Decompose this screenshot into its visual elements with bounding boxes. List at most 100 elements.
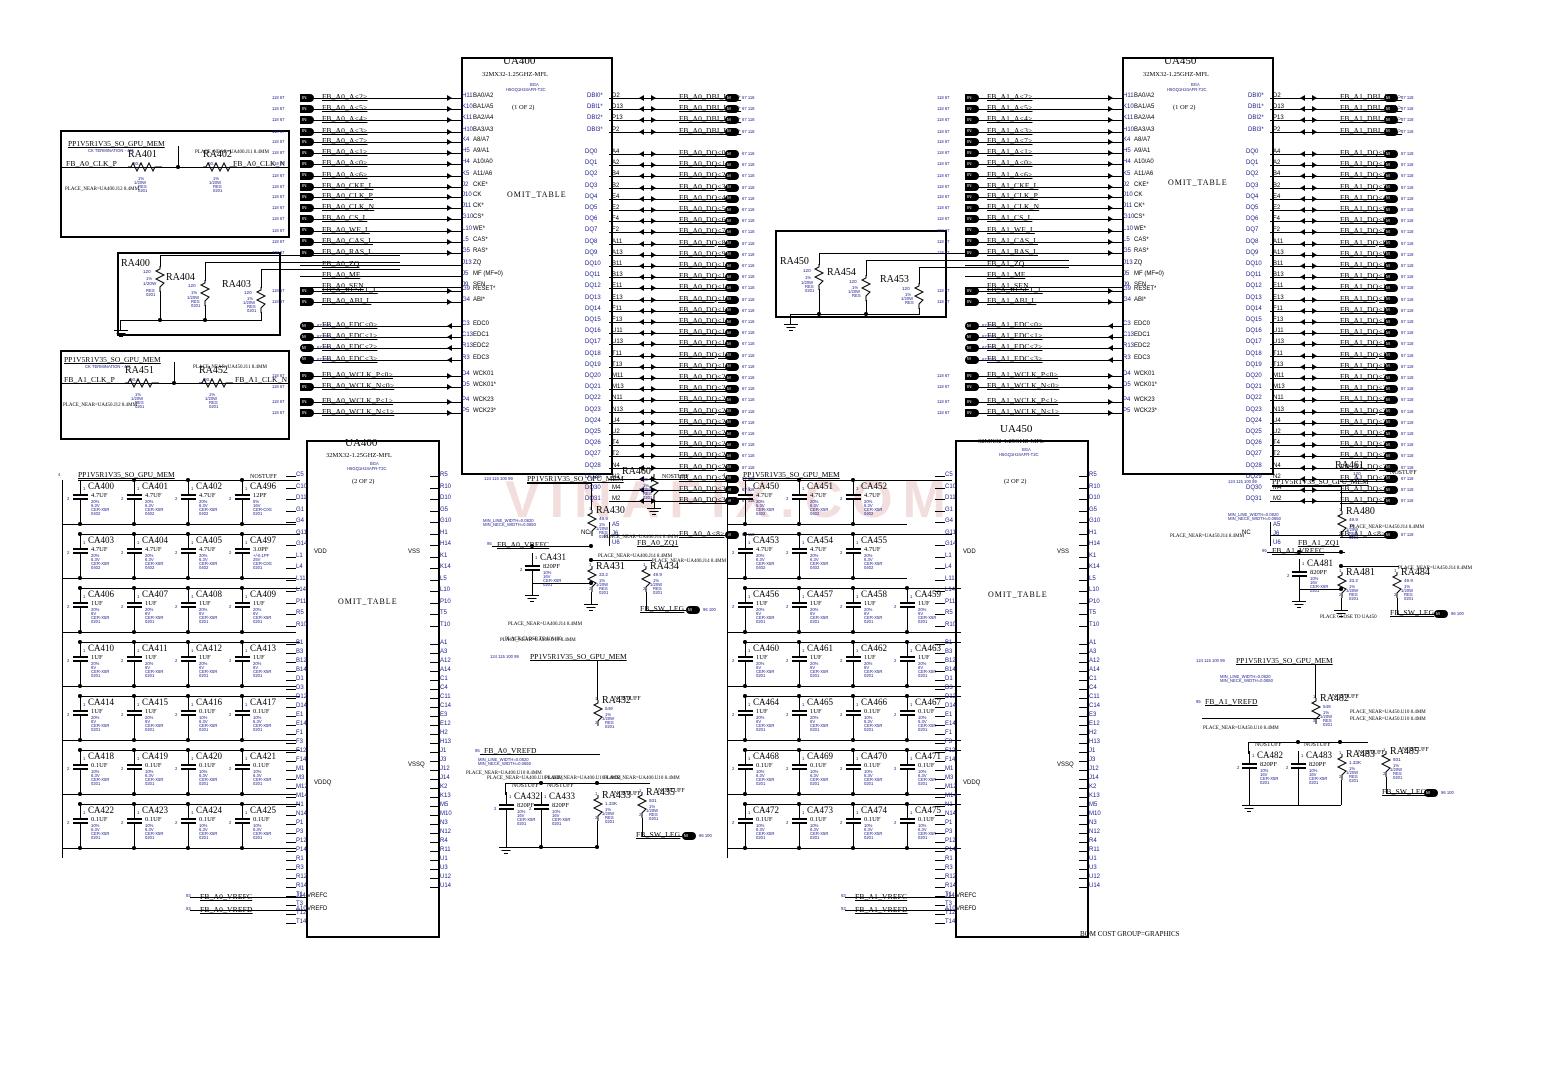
fb_a0_wclk_n<1>-port[interactable]: IN [300,409,314,418]
fb_a1_dq<14>-port[interactable]: M [1384,306,1398,315]
fb_a1_edc<3>-port[interactable]: M [965,355,979,364]
fb_a0_dq<15>-port[interactable]: M [725,318,739,326]
fb_a1_dq<7>-port[interactable]: M [1384,228,1398,237]
fb_a0_dq<12>-port[interactable]: M [725,284,739,293]
fb_a0_dq<29>-port[interactable]: M [725,474,739,483]
fb_a0_wclk_n<0>-port[interactable]: IN [300,383,314,392]
fb_a0_cke_l-port[interactable]: IN [300,182,314,191]
fb_a1_dbi_l<2>-port[interactable]: M [1384,116,1398,125]
fb_a1_edc<2>-port[interactable]: M [965,344,979,353]
fb_a1_dq<8>-port[interactable]: M [1384,239,1398,248]
fb_a1_dq<26>-port[interactable]: M [1384,441,1398,450]
fb_a1_dq<19>-port[interactable]: M [1384,362,1398,371]
fb_a1_dq<10>-port[interactable]: M [1384,262,1398,270]
fb_a0_dq<22>-port[interactable]: M [725,396,739,405]
fb_a0_wclk_p<0>-port[interactable]: IN [300,372,314,380]
chip-ua400-page2[interactable] [306,440,440,938]
fb_a1_a<2>-port[interactable]: IN [965,94,979,102]
fb_a1_dq<13>-port[interactable]: M [1384,295,1398,304]
fb_a1_dq<24>-port[interactable]: M [1384,418,1398,427]
fb_a1_wclk_p<0>-port[interactable]: IN [965,372,979,380]
fb_a0_wclk_p<1>-port[interactable]: IN [300,398,314,406]
fb_a0_dq<4>-port[interactable]: M [725,194,739,203]
fb_a0_ras_l-port[interactable]: IN [300,249,314,257]
fb_a0_dq<24>-port[interactable]: M [725,418,739,427]
fb_a1_dq<4>-port[interactable]: M [1384,194,1398,203]
fb_a0_dq<26>-port[interactable]: M [725,441,739,450]
fb_a0_dq<27>-port[interactable]: M [725,452,739,461]
fb_a1_clk_p-port[interactable]: IN [965,193,979,201]
fb_a1_dbi_l<1>-port[interactable]: M [1384,105,1398,114]
fb_a1_dq<11>-port[interactable]: M [1384,273,1398,282]
fb_a0_dq<16>-port[interactable]: M [725,329,739,338]
fb_a_reset_l-port[interactable]: IN [300,287,314,295]
fb_a1_dq<27>-port[interactable]: M [1384,452,1398,461]
fb_a0_a<3>-port[interactable]: IN [300,127,314,136]
fb_a1_dq<25>-port[interactable]: M [1384,430,1398,438]
fb_a0_dq<8>-port[interactable]: M [725,239,739,248]
fb_a1_dq<2>-port[interactable]: M [1384,172,1398,181]
fb_a0_a<6>-port[interactable]: IN [300,171,314,180]
nc-a8-port[interactable]: M [725,531,739,540]
fb_a1_a<6>-port[interactable]: IN [965,171,979,180]
fb_a0_a<0>-port[interactable]: IN [300,160,314,169]
fb_a0_dq<6>-port[interactable]: M [725,217,739,226]
fb_a1_dq<5>-port[interactable]: M [1384,206,1398,214]
chip-ua400-page1[interactable] [461,57,613,475]
fb_a1_clk_n-port[interactable]: IN [965,204,979,213]
fb-sw-leg-port-a0[interactable]: M [686,606,700,614]
fb_a0_dq<21>-port[interactable]: M [725,385,739,394]
fb_a1_dq<18>-port[interactable]: M [1384,351,1398,360]
fb_a1_dq<22>-port[interactable]: M [1384,396,1398,405]
fb_a1_dq<29>-port[interactable]: M [1384,474,1398,483]
fb-sw-leg-port-a0b[interactable]: M [682,832,696,840]
fb_a1_a<7>-port[interactable]: IN [965,138,979,146]
fb_a1_dq<12>-port[interactable]: M [1384,284,1398,293]
fb_a0_edc<3>-port[interactable]: M [300,355,314,364]
fb_a1_dq<15>-port[interactable]: M [1384,318,1398,326]
fb_a1_wclk_n<0>-port[interactable]: IN [965,383,979,392]
fb_a0_dq<3>-port[interactable]: M [725,183,739,192]
fb_a0_dbi_l<0>-port[interactable]: M [725,94,739,102]
fb_a0_abi_l-port[interactable]: IN [300,298,314,307]
fb_a0_dq<14>-port[interactable]: M [725,306,739,315]
fb_a0_dq<7>-port[interactable]: M [725,228,739,237]
fb_a1_wclk_p<1>-port[interactable]: IN [965,398,979,406]
fb_a1_edc<0>-port[interactable]: M [965,322,979,330]
fb_a1_a<0>-port[interactable]: IN [965,160,979,169]
fb_a1_dq<3>-port[interactable]: M [1384,183,1398,192]
fb_a1_dq<16>-port[interactable]: M [1384,329,1398,338]
fb_a1_dbi_l<3>-port[interactable]: M [1384,127,1398,136]
fb_a0_dq<1>-port[interactable]: M [725,161,739,170]
fb_a1_a<3>-port[interactable]: IN [965,127,979,136]
fb_a0_dq<23>-port[interactable]: M [725,407,739,416]
fb_a0_dq<17>-port[interactable]: M [725,340,739,349]
fb_a0_clk_n-port[interactable]: IN [300,204,314,213]
fb_a1_dq<31>-port[interactable]: M [1384,497,1398,506]
fb_a0_cas_l-port[interactable]: IN [300,237,314,246]
fb_a1_dq<21>-port[interactable]: M [1384,385,1398,394]
fb_a0_clk_p-port[interactable]: IN [300,193,314,201]
fb_a0_a<1>-port[interactable]: IN [300,149,314,158]
fb_a0_dq<20>-port[interactable]: M [725,374,739,382]
fb_a1_dq<9>-port[interactable]: M [1384,250,1398,259]
fb_a0_dq<31>-port[interactable]: M [725,497,739,506]
fb_a1_cke_l-port[interactable]: IN [965,182,979,191]
fb_a0_dq<30>-port[interactable]: M [725,486,739,494]
fb_a1_a<1>-port[interactable]: IN [965,149,979,158]
fb-sw-leg-port-a1[interactable]: M [1434,610,1448,618]
chip-ua450-page2[interactable] [955,440,1089,938]
fb_a1_dq<0>-port[interactable]: M [1384,150,1398,158]
nc-a8-port[interactable]: M [1384,531,1398,540]
fb_a1_dbi_l<0>-port[interactable]: M [1384,94,1398,102]
fb_a0_edc<1>-port[interactable]: M [300,333,314,342]
fb_a1_we_l-port[interactable]: IN [965,226,979,235]
fb_a0_dq<25>-port[interactable]: M [725,430,739,438]
fb_a0_dq<5>-port[interactable]: M [725,206,739,214]
fb_a0_dq<19>-port[interactable]: M [725,362,739,371]
fb_a1_abi_l-port[interactable]: IN [965,298,979,307]
fb_a0_dq<10>-port[interactable]: M [725,262,739,270]
fb_a0_cs_l-port[interactable]: IN [300,215,314,224]
fb_a0_a<2>-port[interactable]: IN [300,94,314,102]
fb_a0_dbi_l<3>-port[interactable]: M [725,127,739,136]
